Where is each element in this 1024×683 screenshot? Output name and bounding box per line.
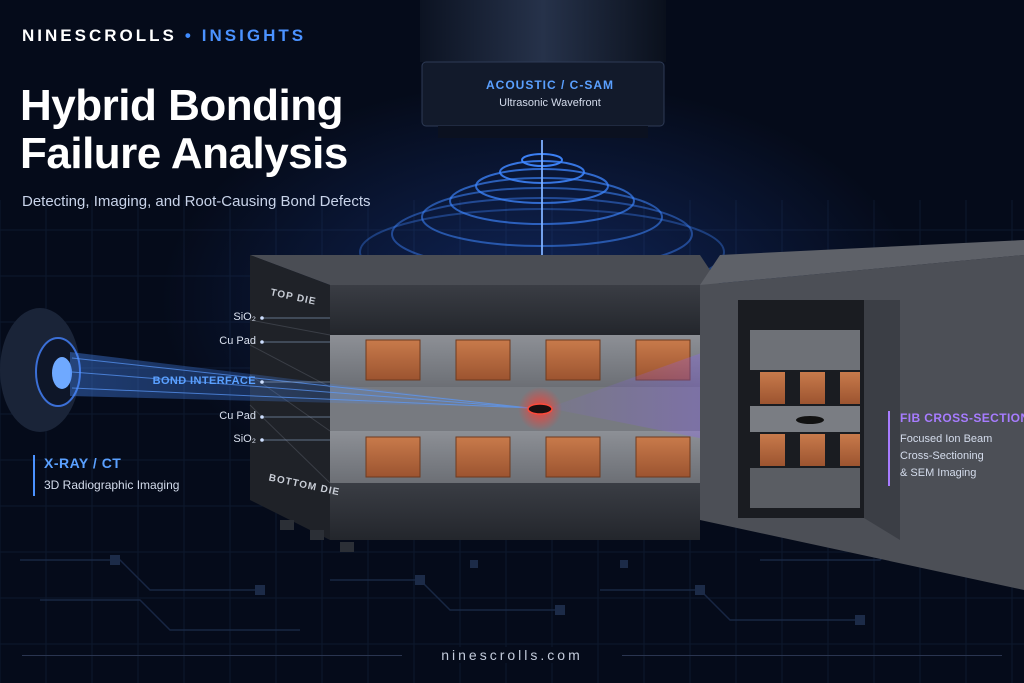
title-line-2: Failure Analysis <box>20 129 348 178</box>
fib-line-2: Cross-Sectioning <box>900 450 984 462</box>
fib-line-3: & SEM Imaging <box>900 467 977 479</box>
footer-rule-right <box>622 655 1002 656</box>
xray-title: X-RAY / CT <box>44 455 122 471</box>
acoustic-subtitle: Ultrasonic Wavefront <box>499 97 601 109</box>
brand-section: INSIGHTS <box>201 26 307 45</box>
page-title: Hybrid Bonding Failure Analysis <box>20 82 348 178</box>
fib-title: FIB CROSS-SECTION <box>900 411 1024 425</box>
title-line-1: Hybrid Bonding <box>20 81 343 130</box>
label-bond-interface: BOND INTERFACE <box>152 375 256 387</box>
xray-subtitle: 3D Radiographic Imaging <box>44 478 180 492</box>
page-subtitle: Detecting, Imaging, and Root-Causing Bon… <box>22 193 371 210</box>
acoustic-title: ACOUSTIC / C-SAM <box>486 78 614 92</box>
label-sio2-top: SiO₂ <box>233 311 256 323</box>
brand-name: NINESCROLLS <box>22 26 177 45</box>
fib-line-1: Focused Ion Beam <box>900 433 993 445</box>
label-sio2-bottom: SiO₂ <box>233 433 256 445</box>
footer-rule-left <box>22 655 402 656</box>
footer-link[interactable]: ninescrolls.com <box>427 647 597 663</box>
label-cu-pad-bottom: Cu Pad <box>219 410 256 422</box>
footer: ninescrolls.com <box>0 647 1024 663</box>
brand-separator: • <box>184 26 194 45</box>
label-cu-pad-top: Cu Pad <box>219 335 256 347</box>
brand: NINESCROLLS • INSIGHTS <box>22 26 306 46</box>
